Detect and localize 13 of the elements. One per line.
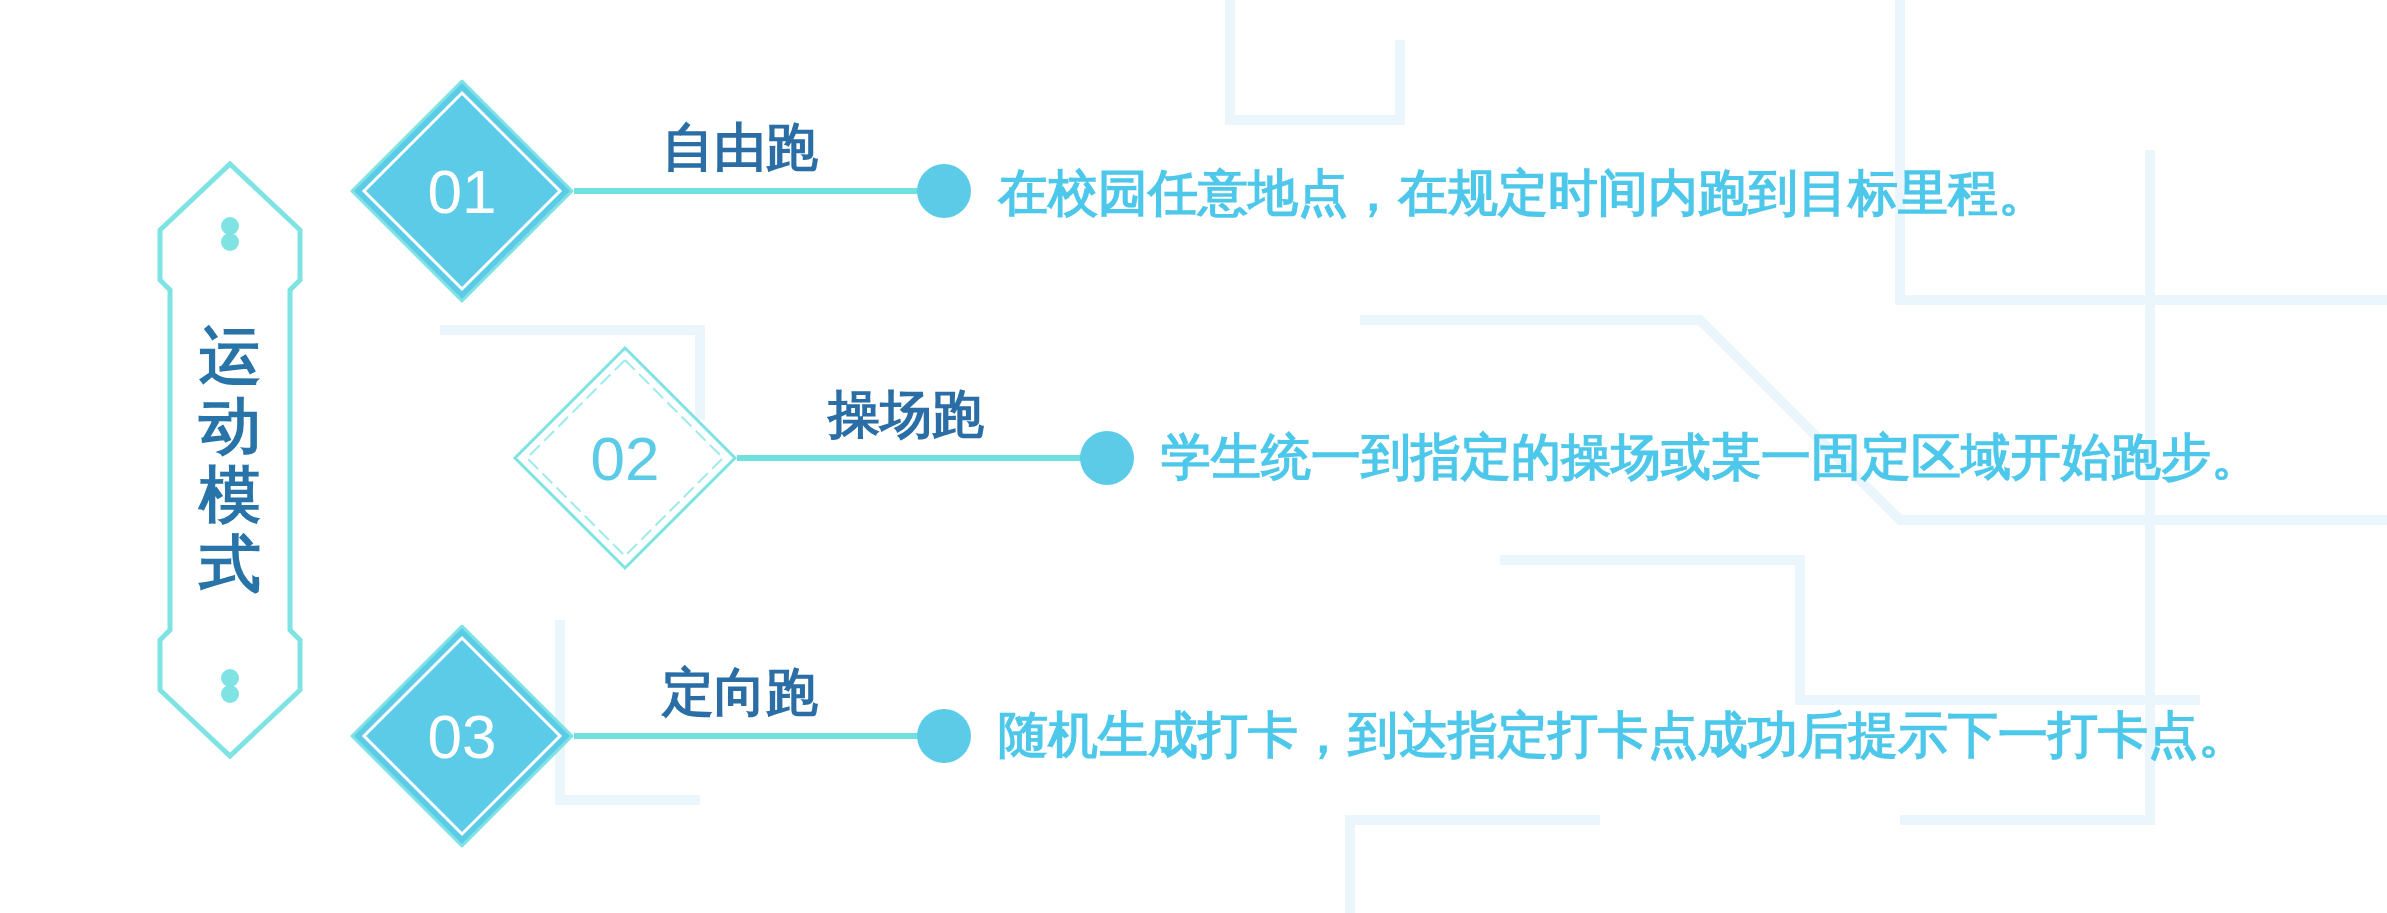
connector-line [737, 431, 1134, 485]
connector-line [574, 164, 971, 218]
description-text: 随机生成打卡，到达指定打卡点成功后提示下一打卡点。 [970, 702, 2270, 768]
description-text: 在校园任意地点，在规定时间内跑到目标里程。 [970, 160, 2270, 226]
description-text: 学生统一到指定的操场或某一固定区域开始跑步。 [1133, 424, 2363, 490]
connector-line [574, 709, 971, 763]
step-number: 03 [427, 700, 497, 772]
step-number: 02 [590, 422, 660, 494]
step-number: 01 [427, 155, 497, 227]
number-diamond [350, 624, 574, 848]
vertical-title: 运动模式 [199, 321, 261, 599]
number-diamond [350, 79, 574, 303]
number-diamond [513, 346, 737, 570]
